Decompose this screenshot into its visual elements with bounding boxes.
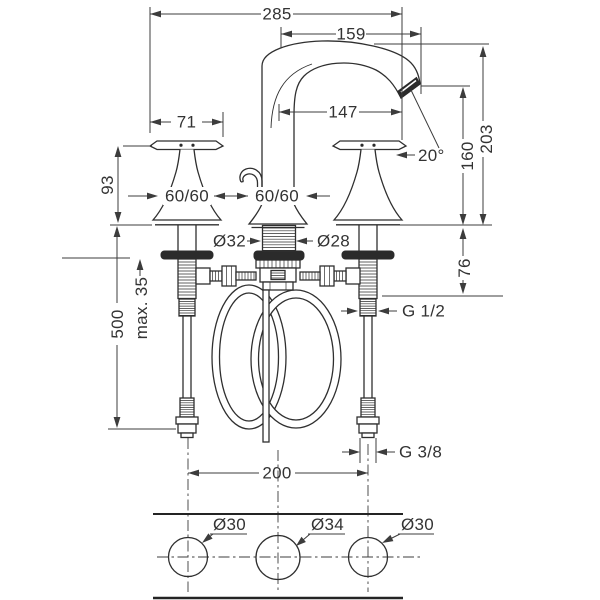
dimensions: 285 159 71 147 20° — [62, 5, 503, 483]
right-handle — [331, 140, 408, 251]
mounting-hole-left — [167, 536, 209, 578]
dim-handle-height-label: 93 — [98, 175, 117, 195]
dim-spout-reach-label: 147 — [328, 103, 357, 122]
dim-valve-thread: G 1/2 — [341, 302, 445, 321]
dim-heights-right: 160 203 76 — [374, 43, 503, 297]
dim-handle-height: 93 — [98, 145, 152, 226]
dim-spout-top-reach-label: 159 — [336, 25, 365, 44]
center-threaded-shank — [261, 224, 297, 252]
right-valve-stack — [356, 258, 380, 439]
right-connection — [299, 265, 361, 287]
dim-shank-diameter-label: Ø28 — [317, 232, 350, 251]
hole-labels: Ø30 Ø34 Ø30 — [202, 515, 434, 546]
dim-hose-thread: G 3/8 — [342, 438, 442, 463]
right-escutcheon — [341, 250, 395, 260]
dim-overall-width-label: 285 — [262, 5, 291, 24]
dim-hole-pitch: 60/60 60/60 — [128, 187, 330, 206]
hole-dia-center-label: Ø34 — [311, 515, 344, 534]
dim-shank-diameters: Ø32 Ø28 — [213, 232, 350, 251]
dim-hole-spread: 200 — [188, 464, 368, 483]
hole-dia-right-label: Ø30 — [401, 515, 434, 534]
dim-deck-thickness: max. 35 — [62, 257, 151, 340]
left-connection — [195, 265, 257, 287]
plan-view: Ø30 Ø34 Ø30 — [153, 438, 434, 600]
dim-aerator-height-label: 160 — [458, 141, 477, 170]
dim-below-deck-depth-label: 76 — [455, 258, 474, 278]
dim-spout-reach: 147 — [278, 103, 402, 122]
hole-dia-left-label: Ø30 — [213, 515, 246, 534]
dim-deck-thickness-label: max. 35 — [132, 277, 151, 340]
dim-overall-width: 285 — [149, 5, 403, 140]
dim-handle-width-label: 71 — [177, 113, 197, 132]
dim-spout-angle: 20° — [396, 89, 445, 165]
pop-up-lever — [239, 167, 263, 196]
left-valve-stack — [175, 258, 199, 439]
dim-spout-top-reach: 159 — [280, 25, 422, 94]
left-escutcheon — [160, 250, 214, 260]
below-deck-assembly — [175, 258, 380, 443]
mounting-hole-right — [347, 536, 389, 578]
dim-hole-spread-label: 200 — [262, 464, 291, 483]
dim-total-height-label: 203 — [477, 124, 496, 153]
center-escutcheon — [253, 250, 305, 261]
pop-up-rod — [262, 289, 270, 443]
mounting-hole-center — [255, 534, 301, 581]
dim-pitch-left-label: 60/60 — [165, 187, 209, 206]
dim-hose-length-label: 500 — [108, 309, 127, 338]
hose-loops — [211, 284, 342, 430]
dim-spout-angle-label: 20° — [418, 146, 445, 165]
dim-hose-length: 500 — [108, 226, 176, 430]
dim-handle-width: 71 — [150, 112, 224, 137]
dim-base-diameter-label: Ø32 — [213, 232, 246, 251]
dim-valve-thread-label: G 1/2 — [402, 302, 445, 321]
center-block — [255, 259, 301, 291]
above-deck-assembly — [148, 40, 421, 261]
dim-pitch-center-label: 60/60 — [255, 187, 299, 206]
dim-hose-thread-label: G 3/8 — [399, 443, 442, 462]
